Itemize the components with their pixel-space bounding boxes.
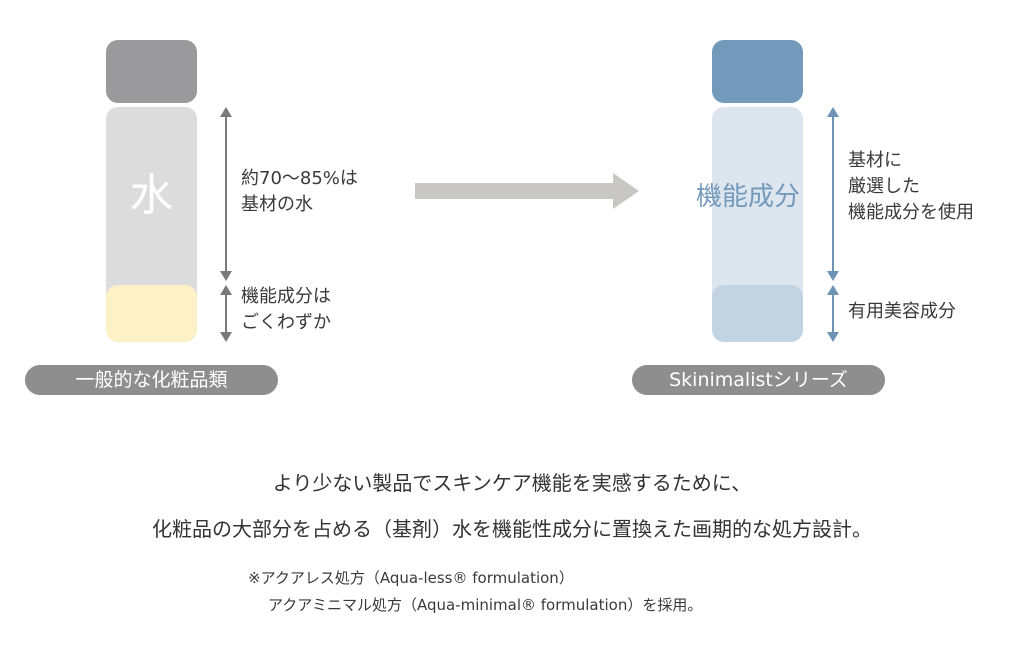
right-active-range-arrow <box>827 285 839 342</box>
left-bottle-body: 水 <box>106 107 197 342</box>
right-bottle-cap <box>712 40 803 103</box>
annotation-line: 約70〜85%は <box>241 168 358 189</box>
annotation-line: 機能成分を使用 <box>848 202 974 223</box>
annotation-line: 厳選した <box>848 176 920 197</box>
left-bottle-cap <box>106 40 197 103</box>
right-base-annotation: 基材に 厳選した 機能成分を使用 <box>848 148 974 226</box>
annotation-line: 機能成分は <box>241 286 331 307</box>
annotation-line: ごくわずか <box>241 312 331 333</box>
left-active-range-arrow <box>220 285 232 342</box>
footnote: ※アクアレス処方（Aqua-less® formulation） アクアミニマル… <box>248 565 702 619</box>
left-caption: 一般的な化粧品類 <box>25 365 278 395</box>
left-water-annotation: 約70〜85%は 基材の水 <box>241 166 358 218</box>
annotation-line: 有用美容成分 <box>848 301 956 322</box>
right-active-annotation: 有用美容成分 <box>848 299 956 325</box>
left-water-label: 水 <box>129 170 174 221</box>
right-active-portion <box>712 285 803 342</box>
summary-line: 化粧品の大部分を占める（基剤）水を機能性成分に置換えた画期的な処方設計。 <box>152 517 872 541</box>
summary-text: より少ない製品でスキンケア機能を実感するために、 化粧品の大部分を占める（基剤）… <box>0 460 1024 552</box>
footnote-line: アクアミニマル処方（Aqua-minimal® formulation）を採用。 <box>268 596 703 614</box>
right-body-label: 機能成分 <box>696 182 801 212</box>
left-active-portion <box>106 285 197 342</box>
annotation-line: 基材に <box>848 150 902 171</box>
left-active-annotation: 機能成分は ごくわずか <box>241 284 331 336</box>
summary-line: より少ない製品でスキンケア機能を実感するために、 <box>272 471 752 495</box>
left-water-range-arrow <box>220 107 232 281</box>
transition-arrow-icon <box>415 173 639 209</box>
right-bottle-body <box>712 107 803 342</box>
annotation-line: 基材の水 <box>241 194 313 215</box>
right-caption: Skinimalistシリーズ <box>632 365 885 395</box>
footnote-line: ※アクアレス処方（Aqua-less® formulation） <box>248 569 574 587</box>
right-base-range-arrow <box>827 107 839 281</box>
